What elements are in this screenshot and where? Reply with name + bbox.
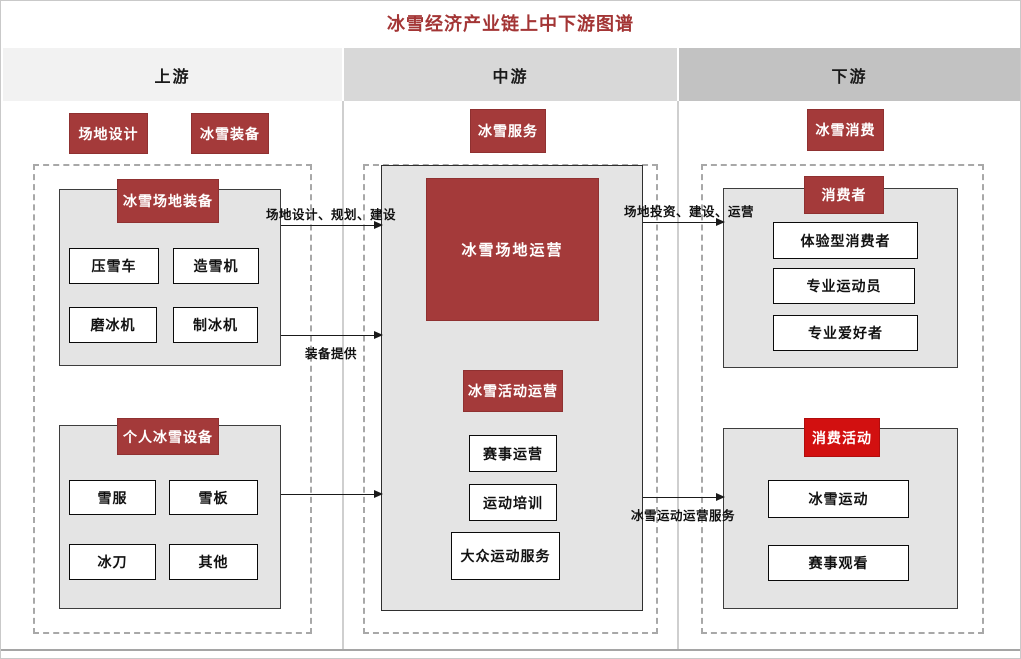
tag-ice-snow-service: 冰雪服务 xyxy=(470,109,546,153)
arrow-personal-equipment xyxy=(281,489,383,498)
bottom-rule xyxy=(1,649,1020,651)
arrow-sports-service xyxy=(643,492,725,501)
item-sports-training: 运动培训 xyxy=(469,484,557,521)
column-header-downstream: 下游 xyxy=(679,48,1020,101)
item-event-watching: 赛事观看 xyxy=(768,545,909,581)
connector-label-venue-design: 场地设计、规划、建设 xyxy=(265,208,396,222)
column-divider-left xyxy=(342,101,344,650)
item-snow-groomer: 压雪车 xyxy=(69,248,159,284)
group-personal-equipment-title: 个人冰雪设备 xyxy=(117,418,219,455)
item-ice-resurfacer: 磨冰机 xyxy=(69,307,157,343)
item-professional-athlete: 专业运动员 xyxy=(773,268,915,304)
item-snow-clothing: 雪服 xyxy=(69,480,156,515)
column-divider-right xyxy=(677,101,679,650)
item-experience-consumer: 体验型消费者 xyxy=(773,222,918,259)
page-title: 冰雪经济产业链上中下游图谱 xyxy=(387,14,634,34)
arrow-venue-investment xyxy=(643,217,725,226)
item-ice-maker: 制冰机 xyxy=(173,307,258,343)
tag-ice-snow-equipment: 冰雪装备 xyxy=(191,113,269,154)
tag-ice-snow-consumption: 冰雪消费 xyxy=(807,109,884,151)
item-event-operation: 赛事运营 xyxy=(469,435,557,472)
upstream-dashed-container xyxy=(33,164,312,634)
group-venue-equipment-title: 冰雪场地装备 xyxy=(117,179,219,223)
item-ice-skates: 冰刀 xyxy=(69,544,156,580)
item-mass-sports-service: 大众运动服务 xyxy=(451,532,560,580)
item-professional-enthusiast: 专业爱好者 xyxy=(773,315,918,351)
item-ice-snow-sports: 冰雪运动 xyxy=(768,480,909,518)
group-consumption-activities-title: 消费活动 xyxy=(804,418,880,457)
item-snow-maker: 造雪机 xyxy=(173,248,259,284)
connector-label-equipment-supply: 装备提供 xyxy=(304,347,357,361)
column-header-midstream: 中游 xyxy=(344,48,677,101)
arrow-equipment-supply xyxy=(281,330,383,339)
group-consumers-title: 消费者 xyxy=(804,176,884,214)
item-snowboard: 雪板 xyxy=(169,480,258,515)
column-header-upstream: 上游 xyxy=(3,48,342,101)
connector-label-venue-investment: 场地投资、建设、运营 xyxy=(623,205,754,219)
arrow-venue-design xyxy=(281,220,383,229)
box-venue-operation: 冰雪场地运营 xyxy=(426,178,599,321)
badge-activity-operation: 冰雪活动运营 xyxy=(463,370,563,412)
connector-label-sports-service: 冰雪运动运营服务 xyxy=(630,509,735,523)
item-other-equipment: 其他 xyxy=(169,544,258,580)
tag-venue-design: 场地设计 xyxy=(69,113,148,154)
downstream-dashed-container xyxy=(701,164,984,634)
